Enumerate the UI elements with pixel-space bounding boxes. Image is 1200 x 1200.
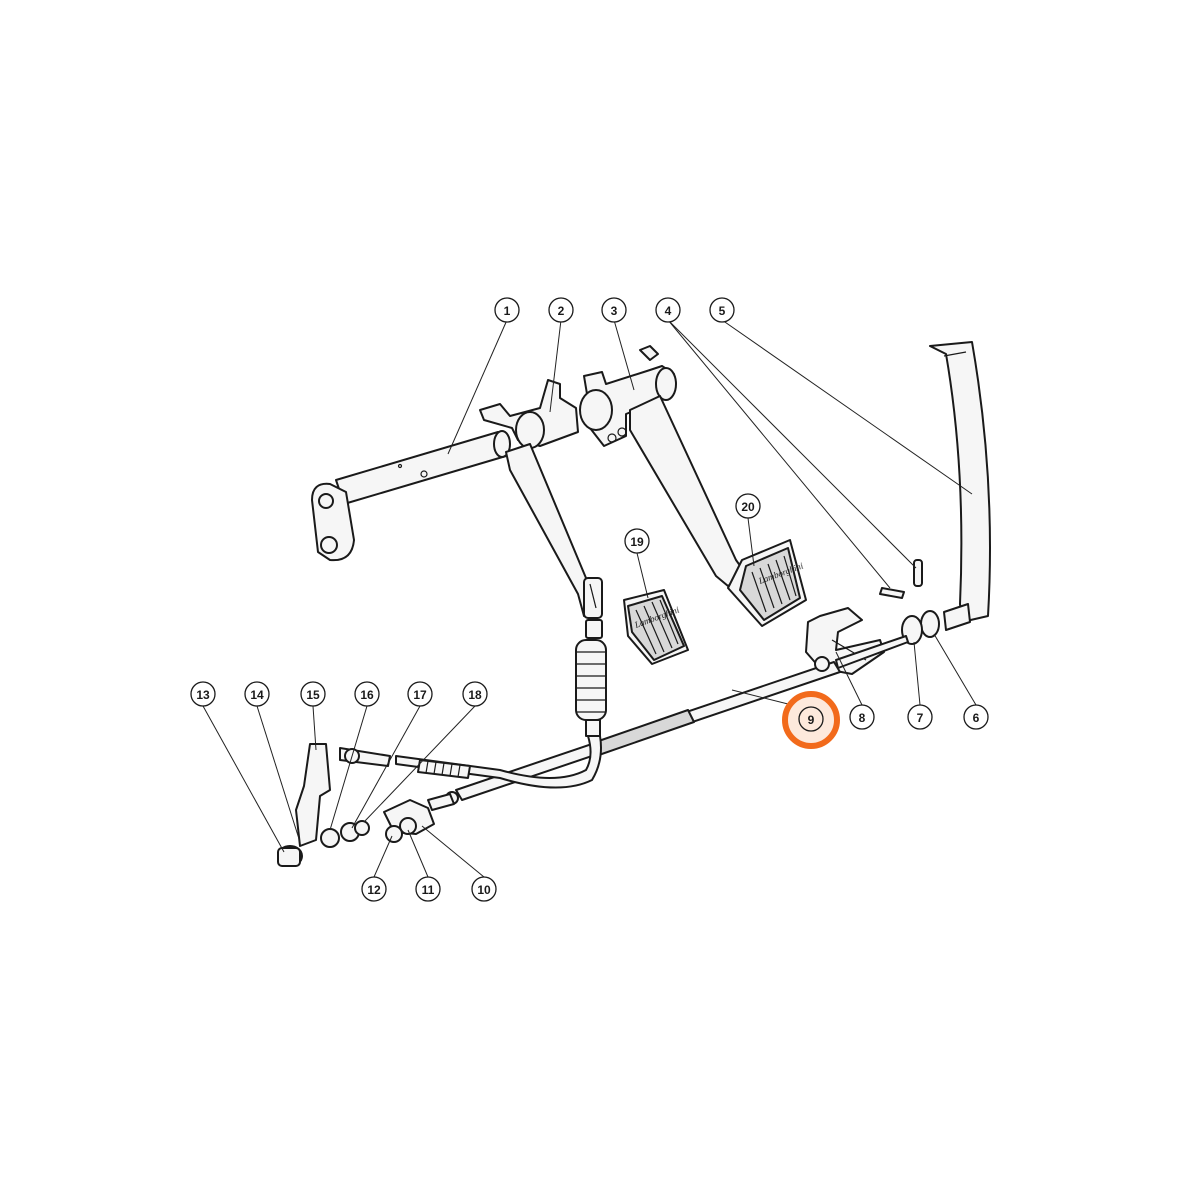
callout-1: 1 bbox=[494, 297, 520, 323]
callout-20: 20 bbox=[735, 493, 761, 519]
callout-8-label: 8 bbox=[859, 711, 866, 725]
callout-19: 19 bbox=[624, 528, 650, 554]
callout-1-label: 1 bbox=[504, 304, 511, 318]
retaining-pins bbox=[879, 559, 923, 599]
callout-9: 9 bbox=[798, 706, 824, 732]
accelerator-pedal bbox=[929, 341, 991, 631]
callout-5-label: 5 bbox=[719, 304, 726, 318]
callout-11: 11 bbox=[415, 876, 441, 902]
callout-20-label: 20 bbox=[741, 500, 755, 514]
clutch-cable bbox=[339, 619, 607, 789]
callout-3-label: 3 bbox=[611, 304, 618, 318]
callout-10-label: 10 bbox=[477, 883, 491, 897]
brake-pedal-pad: Lamborghini bbox=[727, 539, 807, 627]
brake-pedal-arm bbox=[579, 345, 747, 587]
callout-12-label: 12 bbox=[367, 883, 381, 897]
callout-15-label: 15 bbox=[306, 688, 320, 702]
clutch-pedal-pad: Lamborghini bbox=[623, 589, 689, 665]
callout-16-label: 16 bbox=[360, 688, 374, 702]
callout-14: 14 bbox=[244, 681, 270, 707]
callout-10: 10 bbox=[471, 876, 497, 902]
pedal-shaft bbox=[311, 430, 511, 562]
callout-11-label: 11 bbox=[422, 883, 435, 897]
callout-2: 2 bbox=[548, 297, 574, 323]
callout-14-label: 14 bbox=[250, 688, 264, 702]
callout-4-label: 4 bbox=[665, 304, 672, 318]
callout-7: 7 bbox=[907, 704, 933, 730]
callout-17-label: 17 bbox=[413, 688, 427, 702]
callout-7-label: 7 bbox=[917, 711, 924, 725]
callout-18-label: 18 bbox=[468, 688, 482, 702]
callout-9-label: 9 bbox=[808, 713, 815, 727]
throttle-cable bbox=[445, 635, 909, 805]
callout-5: 5 bbox=[709, 297, 735, 323]
clutch-pedal-arm bbox=[479, 379, 603, 619]
callout-13-label: 13 bbox=[196, 688, 210, 702]
callout-19-label: 19 bbox=[630, 535, 644, 549]
leader-lines bbox=[202, 319, 977, 878]
callout-17: 17 bbox=[407, 681, 433, 707]
callout-18: 18 bbox=[462, 681, 488, 707]
callout-12: 12 bbox=[361, 876, 387, 902]
clutch-spring bbox=[575, 639, 607, 721]
callout-8: 8 bbox=[849, 704, 875, 730]
callout-16: 16 bbox=[354, 681, 380, 707]
callout-13: 13 bbox=[190, 681, 216, 707]
callout-6-label: 6 bbox=[973, 711, 980, 725]
callout-4: 4 bbox=[655, 297, 681, 323]
bushes bbox=[901, 610, 940, 645]
callout-15: 15 bbox=[300, 681, 326, 707]
callout-2-label: 2 bbox=[558, 304, 565, 318]
callout-6: 6 bbox=[963, 704, 989, 730]
callout-3: 3 bbox=[601, 297, 627, 323]
